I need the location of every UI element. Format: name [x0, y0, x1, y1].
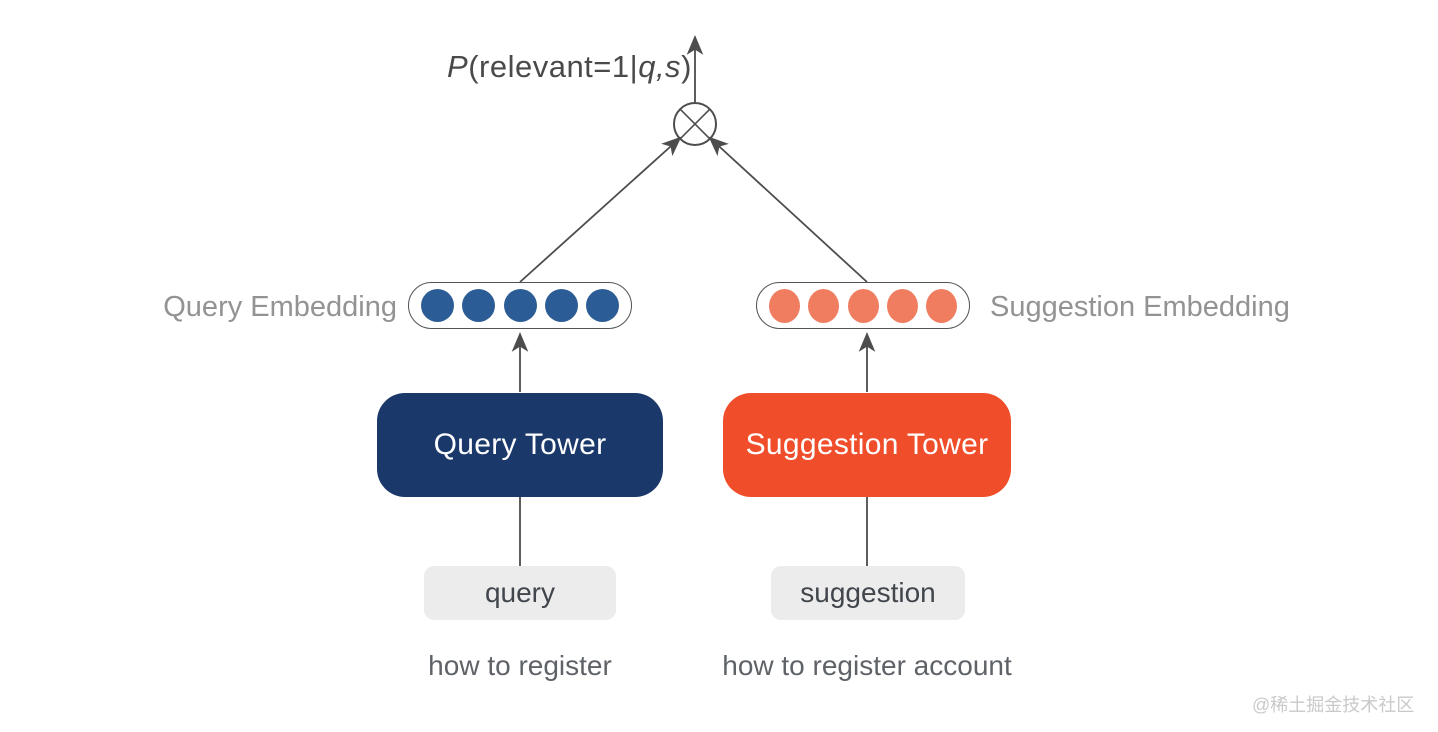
suggestion-tower-box: Suggestion Tower [723, 393, 1011, 497]
suggestion-input-label: suggestion [800, 577, 936, 608]
suggestion-input-box: suggestion [771, 566, 965, 620]
suggestion-embedding-label: Suggestion Embedding [990, 291, 1290, 323]
embedding-dot [503, 289, 537, 322]
suggestion-example-text: how to register account [722, 650, 1012, 681]
formula-p: P [447, 49, 469, 84]
suggestion-tower-label: Suggestion Tower [745, 428, 989, 461]
formula-close: ) [681, 49, 692, 84]
embedding-dot [886, 288, 918, 323]
query-tower-label: Query Tower [433, 428, 607, 461]
cross-product-node-icon [673, 102, 717, 146]
embedding-dot [421, 289, 454, 322]
query-embedding-to-product-arrow [519, 136, 682, 283]
query-example-text: how to register [428, 650, 612, 681]
suggestion-embedding-capsule [756, 282, 970, 329]
formula-vars: q,s [638, 49, 682, 84]
formula-mid: (relevant=1| [468, 49, 639, 84]
watermark-text: @稀土掘金技术社区 [1252, 695, 1415, 715]
embedding-dot [544, 289, 578, 322]
query-embedding-label: Query Embedding [163, 291, 397, 323]
embedding-dot [769, 288, 800, 323]
query-input-box: query [424, 566, 616, 620]
embedding-dot [926, 288, 957, 323]
suggestion-embedding-to-product-arrow [708, 136, 868, 283]
embedding-dot [847, 288, 879, 323]
probability-formula: P(relevant=1|q,s) [447, 49, 692, 85]
embedding-dot [808, 288, 840, 323]
query-input-label: query [484, 577, 556, 608]
query-embedding-capsule [408, 282, 632, 329]
embedding-dot [462, 289, 496, 322]
embedding-dot [586, 289, 619, 322]
query-tower-box: Query Tower [377, 393, 663, 497]
